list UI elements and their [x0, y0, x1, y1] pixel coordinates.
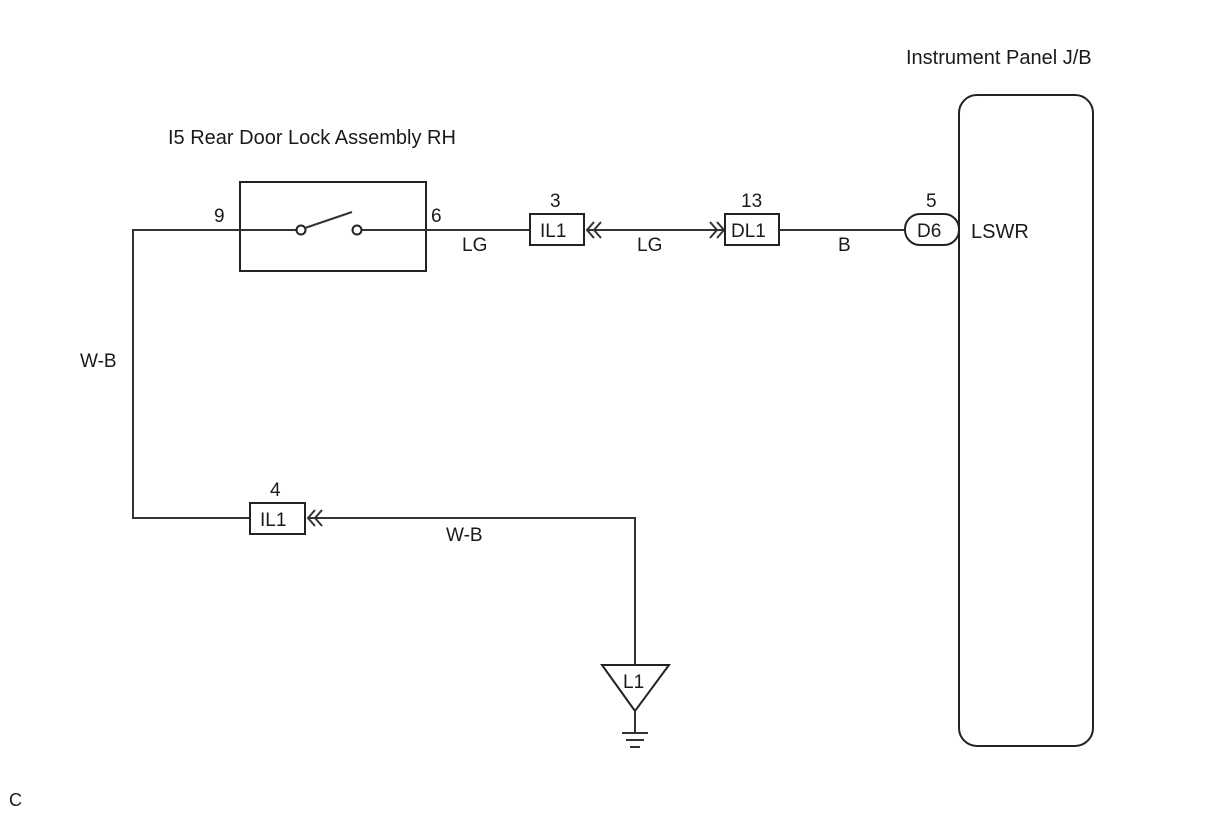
wire-wb-left	[132, 229, 250, 519]
lock-title: I5 Rear Door Lock Assembly RH	[168, 127, 456, 149]
connector-il1-bottom-pin: 4	[270, 480, 281, 501]
jb-terminal-label: LSWR	[971, 221, 1029, 243]
switch-arm	[304, 211, 353, 229]
door-lock-assembly	[239, 181, 427, 272]
lock-pin-left: 9	[214, 206, 225, 227]
wire-label-wb-bottom: W-B	[446, 525, 483, 546]
wire-label-lg-1: LG	[462, 235, 487, 256]
wire-wb-bottom	[308, 517, 636, 665]
switch-contact-right	[351, 224, 363, 236]
instrument-panel-jb	[958, 94, 1094, 747]
connector-dl1	[724, 213, 780, 246]
connector-il1-bottom	[249, 502, 306, 535]
connector-il1-top	[529, 213, 585, 246]
wire-label-b: B	[838, 235, 851, 256]
connector-d6-pin: 5	[926, 191, 937, 212]
ground-icon	[622, 732, 648, 748]
corner-label: C	[9, 790, 22, 810]
connector-il1-bottom-label: IL1	[260, 510, 286, 531]
wire-label-wb-vertical: W-B	[80, 351, 117, 372]
ground-point-triangle	[600, 664, 671, 713]
connector-dl1-pin: 13	[741, 191, 762, 212]
connector-il1-top-label: IL1	[540, 221, 566, 242]
connector-d6	[904, 213, 960, 246]
connector-il1-top-pin: 3	[550, 191, 561, 212]
connector-d6-label: D6	[917, 221, 941, 242]
lock-pin-right: 6	[431, 206, 442, 227]
switch-contact-left	[295, 224, 307, 236]
ground-point-label: L1	[623, 672, 644, 693]
jb-title: Instrument Panel J/B	[906, 47, 1092, 69]
wire-label-lg-2: LG	[637, 235, 662, 256]
connector-dl1-label: DL1	[731, 221, 766, 242]
